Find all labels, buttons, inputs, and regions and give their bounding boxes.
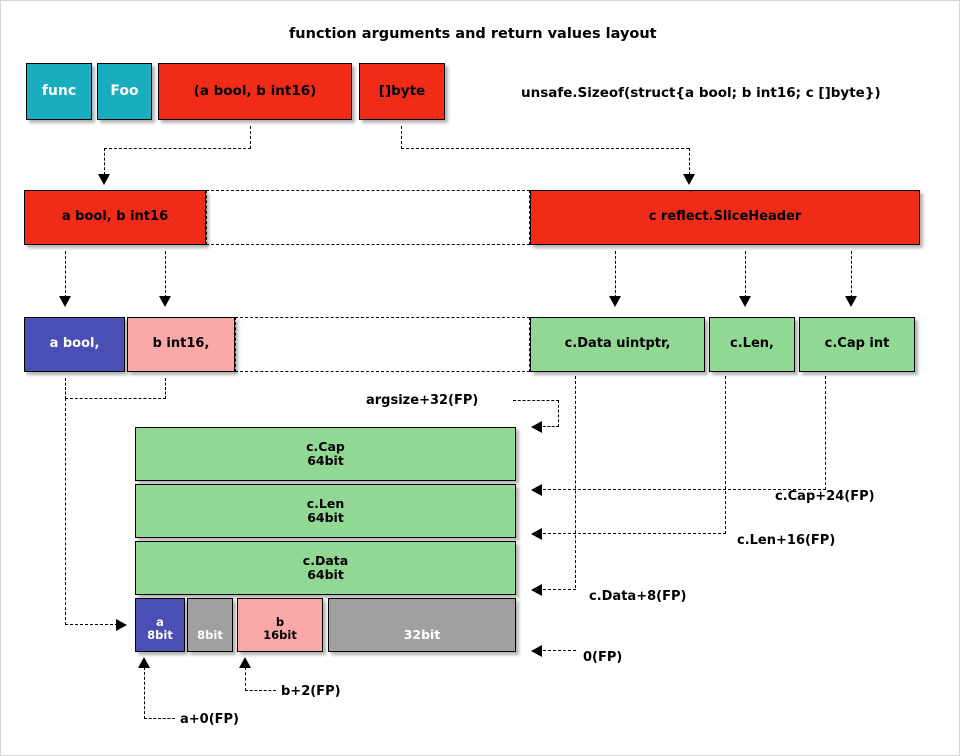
arrow-ccap-left [531, 484, 542, 496]
box-field-b: b int16, [127, 317, 235, 372]
mem-cell-data-size: 64bit [307, 567, 344, 582]
sizeof-expression: unsafe.Sizeof(struct{a bool; b int16; c … [521, 85, 881, 101]
arrow-cap-down [845, 296, 857, 307]
box-args-expanded: a bool, b int16 [24, 190, 206, 245]
label-ccap-offset: c.Cap+24(FP) [775, 489, 875, 504]
box-field-ccap: c.Cap int [799, 317, 915, 372]
box-func-name: Foo [97, 63, 152, 120]
connector-params-horiz [104, 148, 251, 149]
arrow-returns-down [683, 174, 695, 185]
box-returns: []byte [359, 63, 445, 120]
argsize-horiz [513, 400, 559, 401]
mem-cell-a-size: 8bit [147, 628, 173, 643]
connector-params-drop [104, 148, 105, 175]
zero-horiz [543, 650, 576, 651]
mem-cell-b-size: 16bit [263, 628, 297, 643]
arrow-b-down [159, 296, 171, 307]
cdata-horiz [543, 589, 576, 590]
mem-cell-pad1: 8bit [187, 598, 233, 652]
mem-cell-data: c.Data 64bit [135, 541, 516, 595]
label-cdata-offset: c.Data+8(FP) [589, 589, 687, 604]
connector-a-drop [65, 251, 66, 298]
connector-returns-drop [689, 148, 690, 175]
connector-len-drop [745, 251, 746, 298]
diagram-title: function arguments and return values lay… [289, 26, 657, 42]
arrow-data-down [609, 296, 621, 307]
connector-params-stub [250, 126, 251, 149]
connector-returns-stub [401, 126, 402, 149]
connector-returns-horiz [401, 148, 689, 149]
box-field-cdata: c.Data uintptr, [530, 317, 705, 372]
a-offset-riser [144, 667, 145, 719]
mem-cell-len-size: 64bit [307, 510, 344, 525]
mem-cell-b-name: b [275, 615, 285, 630]
box-params: (a bool, b int16) [158, 63, 352, 120]
mem-cell-cap-name: c.Cap [306, 439, 345, 454]
arrow-a-down [59, 296, 71, 307]
mem-cell-cap: c.Cap 64bit [135, 427, 516, 481]
arrow-clen-left [531, 528, 542, 540]
drop-cdata [575, 376, 576, 588]
bracket-top [65, 398, 166, 399]
connector-cap-drop [851, 251, 852, 298]
mem-cell-data-name: c.Data [302, 553, 349, 568]
arrow-bracket-right [116, 619, 127, 631]
mem-cell-a: a 8bit [135, 598, 185, 652]
label-argsize: argsize+32(FP) [366, 393, 479, 408]
box-slice-header: c reflect.SliceHeader [530, 190, 920, 245]
b-offset-riser [245, 667, 246, 691]
a-offset-horiz [144, 718, 175, 719]
box-func-keyword: func [26, 63, 92, 120]
bracket-bottom [65, 624, 118, 625]
arrow-zero-left [531, 645, 542, 657]
clen-horiz [543, 533, 726, 534]
mem-cell-len-name: c.Len [306, 496, 345, 511]
arrow-cdata-left [531, 584, 542, 596]
label-a-offset: a+0(FP) [180, 712, 240, 727]
mem-cell-b: b 16bit [237, 598, 323, 652]
connector-b-drop [165, 251, 166, 298]
mem-cell-pad2-size: 32bit [403, 627, 441, 642]
argsize-to-arrow [543, 426, 559, 427]
box-field-a: a bool, [24, 317, 125, 372]
connector-data-drop [615, 251, 616, 298]
arrow-b-up [239, 657, 251, 668]
label-b-offset: b+2(FP) [281, 684, 341, 699]
argsize-drop [558, 400, 559, 427]
drop-ccap [825, 376, 826, 490]
mem-cell-cap-size: 64bit [307, 453, 344, 468]
mem-cell-pad2: 32bit [328, 598, 516, 652]
mem-cell-pad1-size: 8bit [197, 628, 223, 643]
box-args-filler [206, 190, 530, 245]
b-offset-horiz [245, 690, 276, 691]
mem-cell-a-name: a [156, 615, 164, 630]
label-clen-offset: c.Len+16(FP) [737, 533, 836, 548]
bracket-b-stub [165, 378, 166, 399]
arrow-argsize-left [531, 421, 542, 433]
bracket-left-down [65, 398, 66, 625]
box-field-clen: c.Len, [709, 317, 795, 372]
mem-cell-len: c.Len 64bit [135, 484, 516, 538]
label-zero-offset: 0(FP) [583, 650, 623, 665]
arrow-len-down [739, 296, 751, 307]
bracket-a-stub [65, 378, 66, 399]
arrow-a-up [138, 657, 150, 668]
arrow-params-down [98, 174, 110, 185]
ccap-horiz [543, 489, 826, 490]
drop-clen [725, 376, 726, 534]
box-fields-filler [235, 317, 530, 372]
